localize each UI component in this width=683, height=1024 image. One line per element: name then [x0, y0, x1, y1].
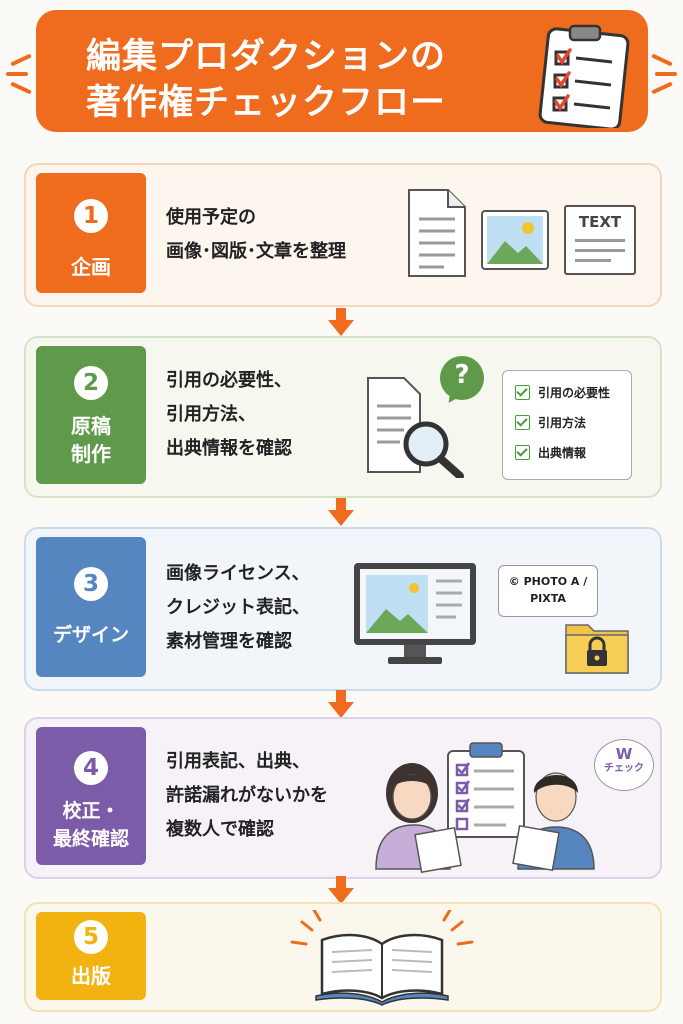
step-1-description: 使用予定の 画像･図版･文章を整理	[166, 207, 346, 262]
clipboard-icon	[538, 24, 630, 128]
arrow-down-icon	[328, 690, 354, 718]
step-4-number: 4	[74, 751, 108, 785]
image-icon	[481, 210, 549, 270]
step-3-description: 画像ライセンス、 クレジット表記、 素材管理を確認	[166, 563, 310, 652]
double-check-bubble: W チェック	[594, 739, 654, 791]
step-2-card: 2 原稿 制作 引用の必要性、 引用方法、 出典情報を確認 ? 引用の必要性 引…	[24, 336, 662, 498]
credit-bubble: © PHOTO A / PIXTA	[498, 565, 598, 617]
text-sheet-icon: TEXT	[564, 205, 636, 275]
locked-folder-icon	[565, 624, 629, 674]
checklist-panel: 引用の必要性 引用方法 出典情報	[502, 370, 632, 480]
bubble-check-text: チェック	[604, 763, 644, 774]
question-mark: ?	[454, 360, 470, 390]
step-3-label: 3 デザイン	[36, 537, 146, 677]
arrow-down-icon	[328, 308, 354, 336]
burst-mark	[651, 81, 673, 95]
checklist-item: 出典情報	[515, 437, 631, 467]
arrow-down-icon	[328, 876, 354, 904]
document-magnifier-icon	[367, 377, 464, 478]
step-2-number: 2	[74, 366, 108, 400]
step-2-label: 2 原稿 制作	[36, 346, 146, 484]
checkbox-checked-icon	[515, 384, 530, 400]
step-1-name: 企画	[71, 255, 111, 279]
burst-mark	[10, 81, 32, 95]
step-3-card: 3 デザイン 画像ライセンス、 クレジット表記、 素材管理を確認 © PHOTO…	[24, 527, 662, 691]
arrow-down-icon	[328, 498, 354, 526]
title-banner: 編集プロダクションの 著作権チェックフロー	[36, 10, 648, 132]
step-4-label: 4 校正・ 最終確認	[36, 727, 146, 865]
open-book-icon	[290, 910, 474, 1006]
document-icon	[408, 189, 466, 277]
step-1-number: 1	[74, 199, 108, 233]
checkbox-checked-icon	[515, 444, 530, 460]
burst-mark	[10, 53, 32, 67]
burst-mark	[655, 72, 677, 76]
burst-mark	[651, 53, 673, 67]
credit-line-2: PIXTA	[530, 592, 566, 605]
step-5-card: 5 出版	[24, 902, 662, 1012]
burst-mark	[6, 72, 28, 76]
step-2-description: 引用の必要性、 引用方法、 出典情報を確認	[166, 370, 292, 459]
monitor-icon	[354, 563, 476, 664]
title-line-1: 編集プロダクションの	[85, 37, 446, 77]
checklist-item: 引用方法	[515, 407, 631, 437]
bubble-w: W	[615, 745, 633, 763]
step-5-label: 5 出版	[36, 912, 146, 1000]
step-2-name: 原稿 制作	[71, 414, 111, 466]
credit-line-1: © PHOTO A /	[508, 575, 588, 588]
step-4-card: 4 校正・ 最終確認 引用表記、出典、 許諾漏れがないかを 複数人で確認 W チ…	[24, 717, 662, 879]
step-3-name: デザイン	[52, 624, 129, 646]
step-5-number: 5	[74, 920, 108, 954]
step-4-name: 校正・ 最終確認	[52, 800, 129, 850]
people-review-illustration	[375, 742, 595, 873]
checkbox-checked-icon	[515, 414, 530, 430]
step-4-description: 引用表記、出典、 許諾漏れがないかを 複数人で確認	[166, 751, 328, 840]
step-1-card: 1 企画 使用予定の 画像･図版･文章を整理 TEXT	[24, 163, 662, 307]
text-sheet-label: TEXT	[578, 213, 622, 231]
step-3-number: 3	[74, 567, 108, 601]
step-1-label: 1 企画	[36, 173, 146, 293]
checklist-item: 引用の必要性	[515, 377, 631, 407]
title-line-2: 著作権チェックフロー	[85, 83, 446, 123]
step-5-name: 出版	[71, 964, 111, 988]
question-bubble-icon: ?	[440, 356, 484, 407]
